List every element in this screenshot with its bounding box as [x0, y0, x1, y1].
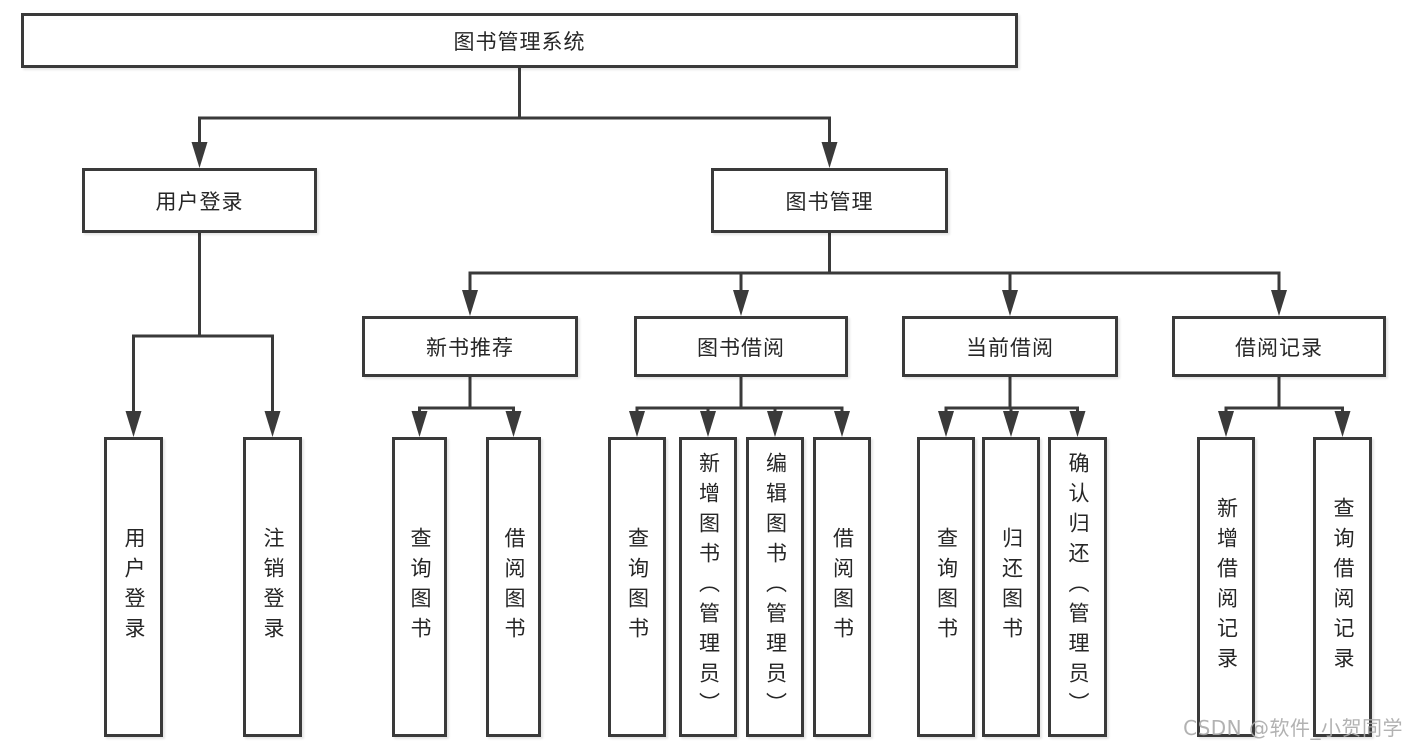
- leaf-borrow-books-label: 借阅图书: [830, 527, 855, 647]
- arrowhead: [767, 411, 783, 437]
- leaf-add-borrow-record-label: 新增借阅记录: [1214, 497, 1239, 677]
- leaf-add-books-admin: 新增图书（管理员）: [679, 437, 737, 737]
- connector-borrow-records: [1224, 377, 1344, 431]
- arrowhead: [938, 411, 954, 437]
- csdn-watermark: CSDN @软件_小贺同学: [1183, 716, 1403, 740]
- leaf-edit-books-admin: 编辑图书（管理员）: [746, 437, 804, 737]
- leaf-recommend-query-books: 查询图书: [392, 437, 447, 737]
- arrowhead: [834, 411, 850, 437]
- connector-user-login: [132, 233, 274, 431]
- arrowhead: [629, 411, 645, 437]
- node-book-management-label: 图书管理: [785, 189, 874, 214]
- arrowhead: [1334, 411, 1351, 437]
- node-book-management: 图书管理: [711, 168, 948, 233]
- arrowhead: [1218, 411, 1234, 437]
- node-new-book-recommend-label: 新书推荐: [426, 335, 514, 360]
- connector-new-book-recommend: [418, 377, 515, 431]
- leaf-return-books-label: 归还图书: [999, 527, 1024, 647]
- leaf-add-books-admin-label: 新增图书（管理员）: [696, 452, 721, 722]
- leaf-add-borrow-record: 新增借阅记录: [1197, 437, 1255, 737]
- leaf-user-login: 用户登录: [104, 437, 163, 737]
- node-borrow-records-label: 借阅记录: [1235, 335, 1323, 360]
- arrowhead: [264, 411, 281, 437]
- leaf-borrow-query-books-label: 查询图书: [625, 527, 650, 647]
- leaf-confirm-return-admin: 确认归还（管理员）: [1048, 437, 1107, 737]
- arrowhead: [411, 411, 428, 437]
- node-root: 图书管理系统: [21, 13, 1018, 68]
- arrowhead: [191, 142, 208, 168]
- arrowhead: [505, 411, 522, 437]
- node-borrow-records: 借阅记录: [1172, 316, 1386, 377]
- arrowhead: [1069, 411, 1086, 437]
- arrowheads: [125, 142, 1351, 437]
- leaf-recommend-query-books-label: 查询图书: [408, 527, 432, 647]
- arrowhead: [821, 142, 838, 168]
- arrowhead: [462, 290, 478, 316]
- leaf-recommend-borrow-books: 借阅图书: [486, 437, 541, 737]
- leaf-return-books: 归还图书: [982, 437, 1040, 737]
- node-book-borrow-label: 图书借阅: [697, 335, 785, 360]
- arrowhead: [125, 411, 142, 437]
- leaf-query-borrow-record: 查询借阅记录: [1313, 437, 1372, 737]
- leaf-recommend-borrow-books-label: 借阅图书: [502, 527, 526, 647]
- leaf-borrow-query-books: 查询图书: [608, 437, 666, 737]
- leaf-edit-books-admin-label: 编辑图书（管理员）: [763, 452, 788, 722]
- node-user-login: 用户登录: [82, 168, 317, 233]
- arrowhead: [1003, 411, 1019, 437]
- connector-root: [198, 68, 831, 162]
- connector-book-borrow: [635, 377, 844, 431]
- leaf-logout: 注销登录: [243, 437, 302, 737]
- leaf-logout-label: 注销登录: [261, 527, 285, 647]
- connector-book-management: [468, 233, 1281, 310]
- node-current-borrow: 当前借阅: [902, 316, 1118, 377]
- arrowhead: [1002, 290, 1018, 316]
- node-book-borrow: 图书借阅: [634, 316, 848, 377]
- node-current-borrow-label: 当前借阅: [966, 335, 1054, 360]
- arrowhead: [1271, 290, 1287, 316]
- node-new-book-recommend: 新书推荐: [362, 316, 578, 377]
- node-user-login-label: 用户登录: [155, 189, 244, 214]
- leaf-confirm-return-admin-label: 确认归还（管理员）: [1066, 452, 1090, 722]
- leaf-user-login-label: 用户登录: [122, 527, 146, 647]
- node-root-label: 图书管理系统: [453, 29, 586, 54]
- leaf-current-query-books: 查询图书: [917, 437, 975, 737]
- leaf-query-borrow-record-label: 查询借阅记录: [1331, 497, 1355, 677]
- arrowhead: [700, 411, 716, 437]
- leaf-borrow-books: 借阅图书: [813, 437, 871, 737]
- leaf-current-query-books-label: 查询图书: [934, 527, 959, 647]
- arrowhead: [733, 290, 749, 316]
